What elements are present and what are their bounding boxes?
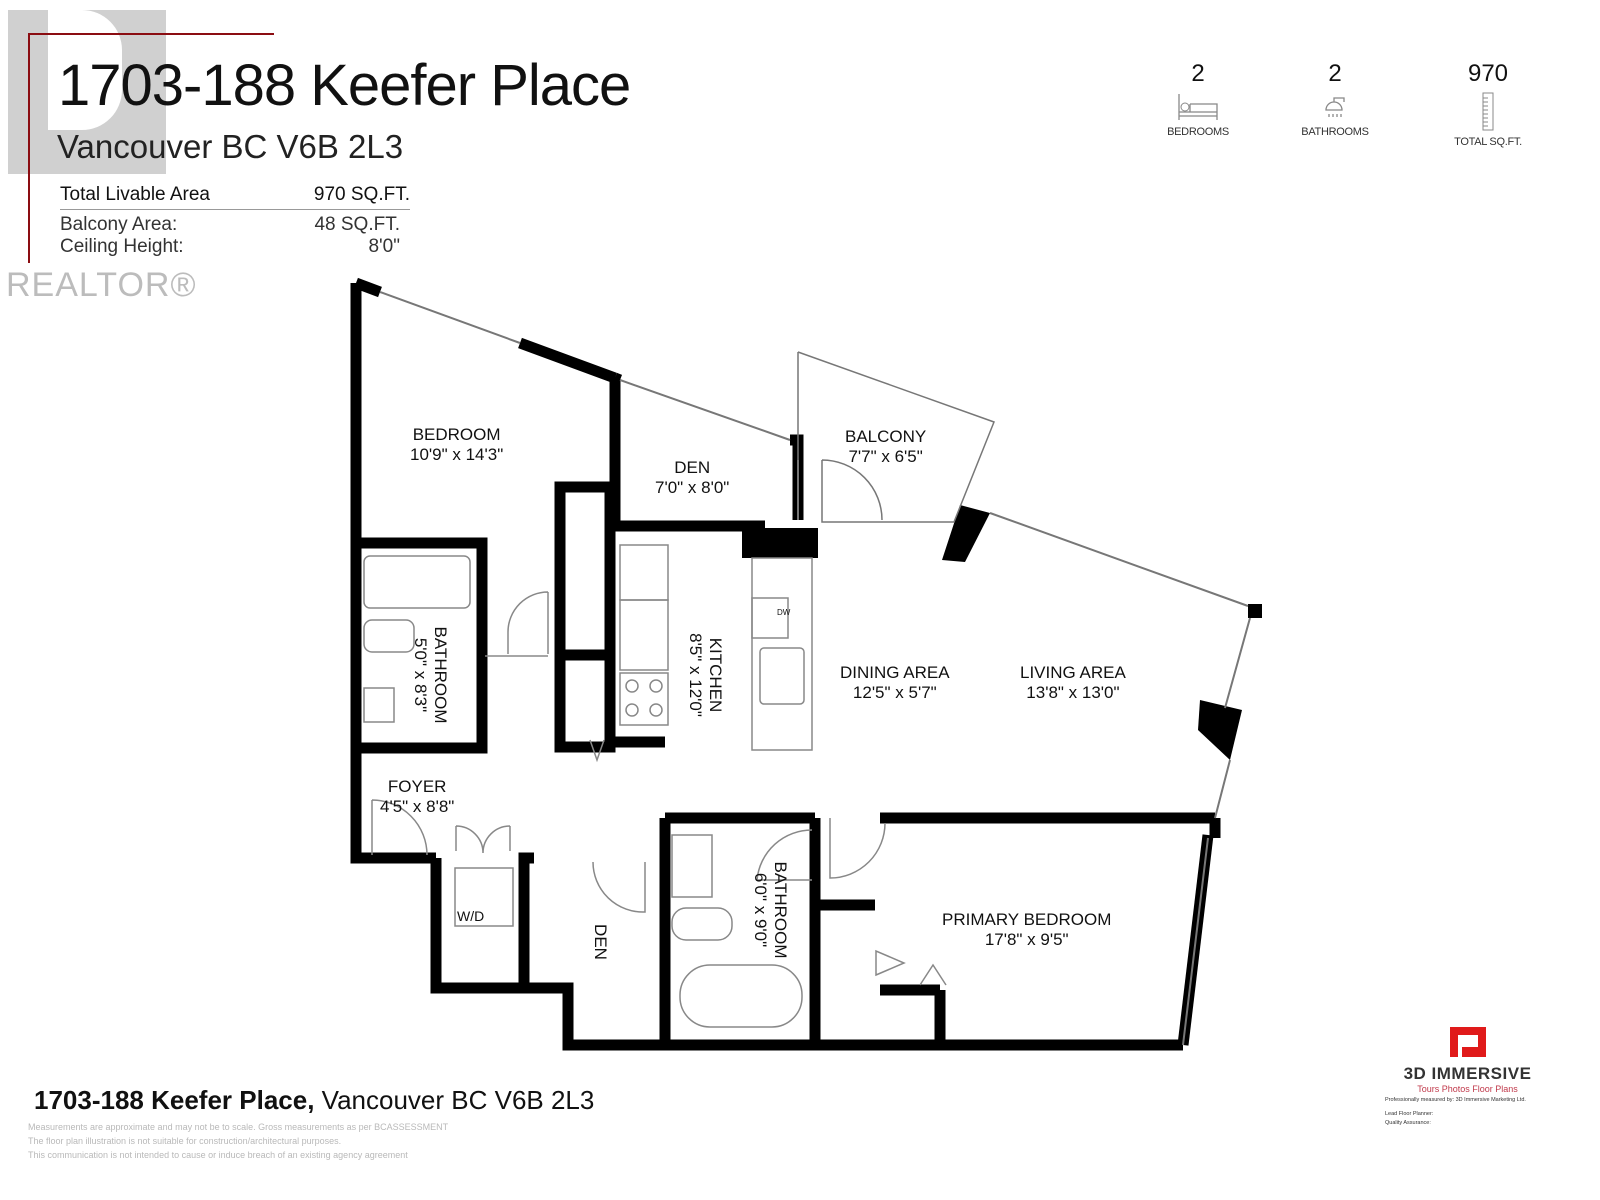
disclaimer: The floor plan illustration is not suita… bbox=[28, 1136, 342, 1146]
accent-line bbox=[28, 33, 274, 35]
bed-icon bbox=[1178, 94, 1218, 120]
room-name: LIVING AREA bbox=[1020, 663, 1126, 682]
walls bbox=[350, 277, 1221, 1051]
dishwasher-label: DW bbox=[777, 608, 791, 617]
room-name: BATHROOM bbox=[771, 861, 790, 959]
logo-mark-icon bbox=[1449, 1027, 1486, 1057]
footer-address-street: 1703-188 Keefer Place, bbox=[34, 1085, 315, 1115]
logo-brand: 3D IMMERSIVE bbox=[1403, 1064, 1532, 1083]
room-wd: W/D bbox=[457, 908, 485, 924]
room-den-2: DEN bbox=[590, 924, 610, 960]
windows bbox=[379, 291, 1251, 1046]
area-value: 970 SQ.FT. bbox=[313, 184, 410, 205]
balcony-outline bbox=[797, 351, 995, 523]
stat-label: BATHROOMS bbox=[1301, 126, 1369, 138]
accent-line bbox=[28, 33, 30, 263]
stat-value: 970 bbox=[1467, 60, 1509, 87]
columns bbox=[742, 505, 1262, 760]
page-title: 1703-188 Keefer Place bbox=[58, 53, 631, 118]
area-value: 48 SQ.FT. bbox=[314, 214, 400, 235]
room-dims: 10'9" x 14'3" bbox=[410, 445, 504, 464]
room-name: DEN bbox=[674, 458, 711, 477]
shower-icon bbox=[1325, 97, 1345, 117]
room-name: FOYER bbox=[387, 777, 447, 796]
stat-label: BEDROOMS bbox=[1167, 126, 1229, 138]
area-ceiling: Ceiling Height: 8'0" bbox=[60, 236, 400, 258]
room-dims: 7'7" x 6'5" bbox=[848, 447, 923, 466]
page-subtitle: Vancouver BC V6B 2L3 bbox=[57, 128, 404, 165]
stat-bathrooms: 2 BATHROOMS bbox=[1275, 60, 1395, 138]
stat-label: TOTAL SQ.FT. bbox=[1454, 136, 1522, 148]
footer-address-city: Vancouver BC V6B 2L3 bbox=[314, 1085, 595, 1115]
stat-bedrooms: 2 BEDROOMS bbox=[1138, 60, 1258, 138]
stat-sqft: 970 TOTAL SQ.FT. bbox=[1428, 60, 1548, 148]
room-dims: 17'8" x 9'5" bbox=[984, 930, 1069, 949]
area-label: Ceiling Height: bbox=[60, 236, 184, 257]
fixtures bbox=[363, 544, 947, 1028]
room-name: BATHROOM bbox=[431, 626, 450, 724]
stat-value: 2 bbox=[1328, 60, 1342, 87]
room-name: KITCHEN bbox=[706, 637, 725, 713]
footer-address: 1703-188 Keefer Place, Vancouver BC V6B … bbox=[34, 1085, 594, 1116]
room-dims: 6'0" x 9'0" bbox=[751, 872, 770, 948]
room-dims: 5'0" x 8'3" bbox=[411, 637, 430, 713]
qa-label: Quality Assurance: bbox=[1385, 1120, 1431, 1126]
room-dims: 8'5" x 12'0" bbox=[686, 633, 705, 717]
disclaimer: This communication is not intended to ca… bbox=[28, 1150, 408, 1160]
room-dims: 7'0" x 8'0" bbox=[655, 478, 730, 497]
area-balcony: Balcony Area: 48 SQ.FT. bbox=[60, 214, 400, 236]
room-name: BALCONY bbox=[845, 427, 927, 446]
logo-tagline: Tours Photos Floor Plans bbox=[1417, 1084, 1518, 1094]
area-label: Total Livable Area bbox=[60, 184, 210, 205]
realtor-watermark: REALTOR® bbox=[6, 266, 197, 304]
stat-value: 2 bbox=[1191, 60, 1205, 87]
room-name: DINING AREA bbox=[840, 663, 950, 682]
company-logo: 3D IMMERSIVE Tours Photos Floor Plans Pr… bbox=[1385, 1025, 1550, 1126]
room-name: BEDROOM bbox=[412, 425, 501, 444]
realtor-logo bbox=[8, 10, 166, 174]
room-name: PRIMARY BEDROOM bbox=[942, 910, 1112, 929]
measured-by: Professionally measured by: 3D Immersive… bbox=[1385, 1097, 1526, 1103]
ruler-icon bbox=[1482, 92, 1494, 131]
area-label: Balcony Area: bbox=[60, 214, 178, 235]
room-dims: 13'8" x 13'0" bbox=[1026, 683, 1120, 702]
room-dims: 12'5" x 5'7" bbox=[852, 683, 937, 702]
lead-planner-label: Lead Floor Planner: bbox=[1385, 1111, 1434, 1117]
area-total: Total Livable Area 970 SQ.FT. bbox=[60, 184, 410, 210]
room-dims: 4'5" x 8'8" bbox=[380, 797, 455, 816]
area-value: 8'0" bbox=[368, 236, 400, 257]
disclaimer: Measurements are approximate and may not… bbox=[28, 1122, 449, 1132]
